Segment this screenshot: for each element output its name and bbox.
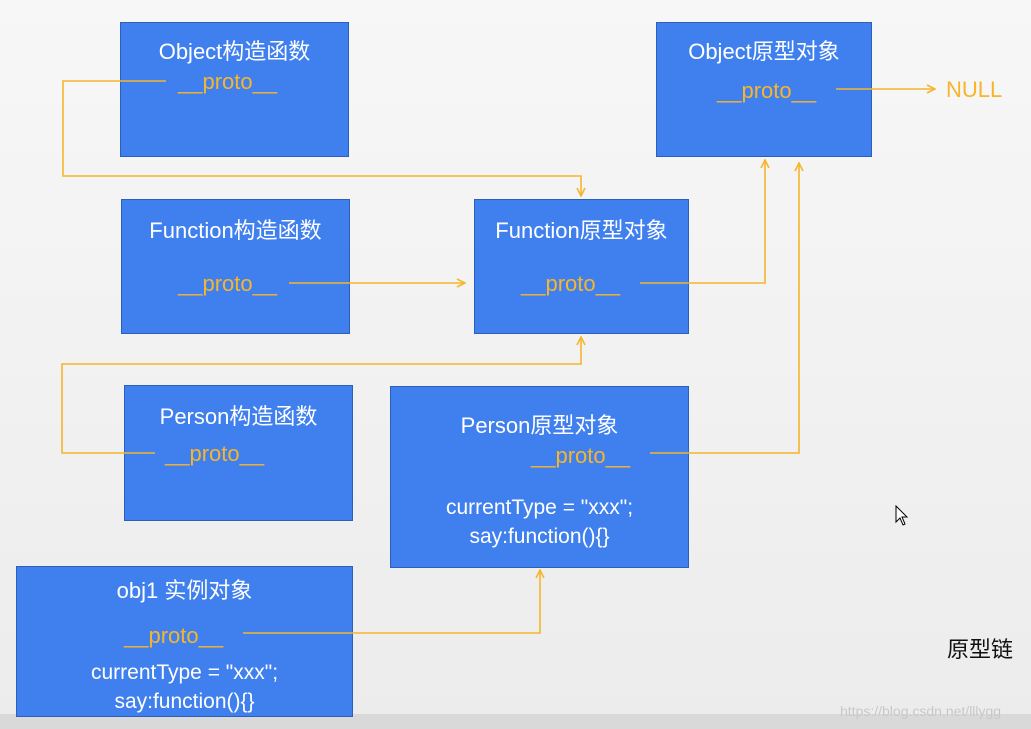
function-constructor-proto: __proto__	[178, 271, 278, 296]
null-label: NULL	[946, 77, 1003, 102]
arrow-obj1-to-person-proto	[243, 570, 540, 634]
person-prototype-box: Person原型对象 __proto__ currentType = "xxx"…	[390, 386, 689, 568]
object-constructor-title: Object构造函数	[158, 39, 311, 64]
arrow-function-proto-to-object-proto	[640, 160, 765, 284]
function-constructor-title: Function构造函数	[149, 218, 322, 243]
watermark: https://blog.csdn.net/lllygg	[840, 703, 1002, 719]
function-constructor-box: Function构造函数 __proto__	[121, 199, 350, 334]
person-prototype-proto: __proto__	[531, 443, 631, 468]
obj1-instance-proto: __proto__	[124, 623, 224, 648]
function-prototype-proto: __proto__	[521, 271, 621, 296]
person-prototype-property: currentType = "xxx";	[445, 496, 634, 519]
obj1-instance-method: say:function(){}	[114, 690, 255, 713]
obj1-instance-box: obj1 实例对象 __proto__ currentType = "xxx";…	[16, 566, 353, 717]
arrow-object-ctor-to-function-proto	[62, 80, 581, 196]
bottom-bar	[0, 714, 1031, 729]
person-constructor-title: Person构造函数	[159, 404, 318, 429]
obj1-instance-property: currentType = "xxx";	[90, 661, 279, 684]
mouse-cursor-icon	[895, 505, 909, 526]
object-constructor-proto: __proto__	[178, 69, 278, 94]
person-constructor-proto: __proto__	[165, 441, 265, 466]
person-prototype-title: Person原型对象	[460, 413, 619, 438]
object-prototype-box: Object原型对象 __proto__	[656, 22, 872, 157]
function-prototype-box: Function原型对象 __proto__	[474, 199, 689, 334]
diagram-caption: 原型链	[947, 637, 1014, 662]
arrow-person-ctor-to-function-proto	[61, 337, 581, 454]
object-prototype-proto: __proto__	[717, 78, 817, 103]
person-constructor-box: Person构造函数 __proto__	[124, 385, 353, 521]
object-constructor-box: Object构造函数 __proto__	[120, 22, 349, 157]
function-prototype-title: Function原型对象	[495, 218, 668, 243]
arrow-person-proto-to-object-proto	[650, 163, 799, 454]
person-prototype-method: say:function(){}	[469, 525, 610, 548]
object-prototype-title: Object原型对象	[688, 39, 840, 64]
obj1-instance-title: obj1 实例对象	[116, 578, 253, 603]
